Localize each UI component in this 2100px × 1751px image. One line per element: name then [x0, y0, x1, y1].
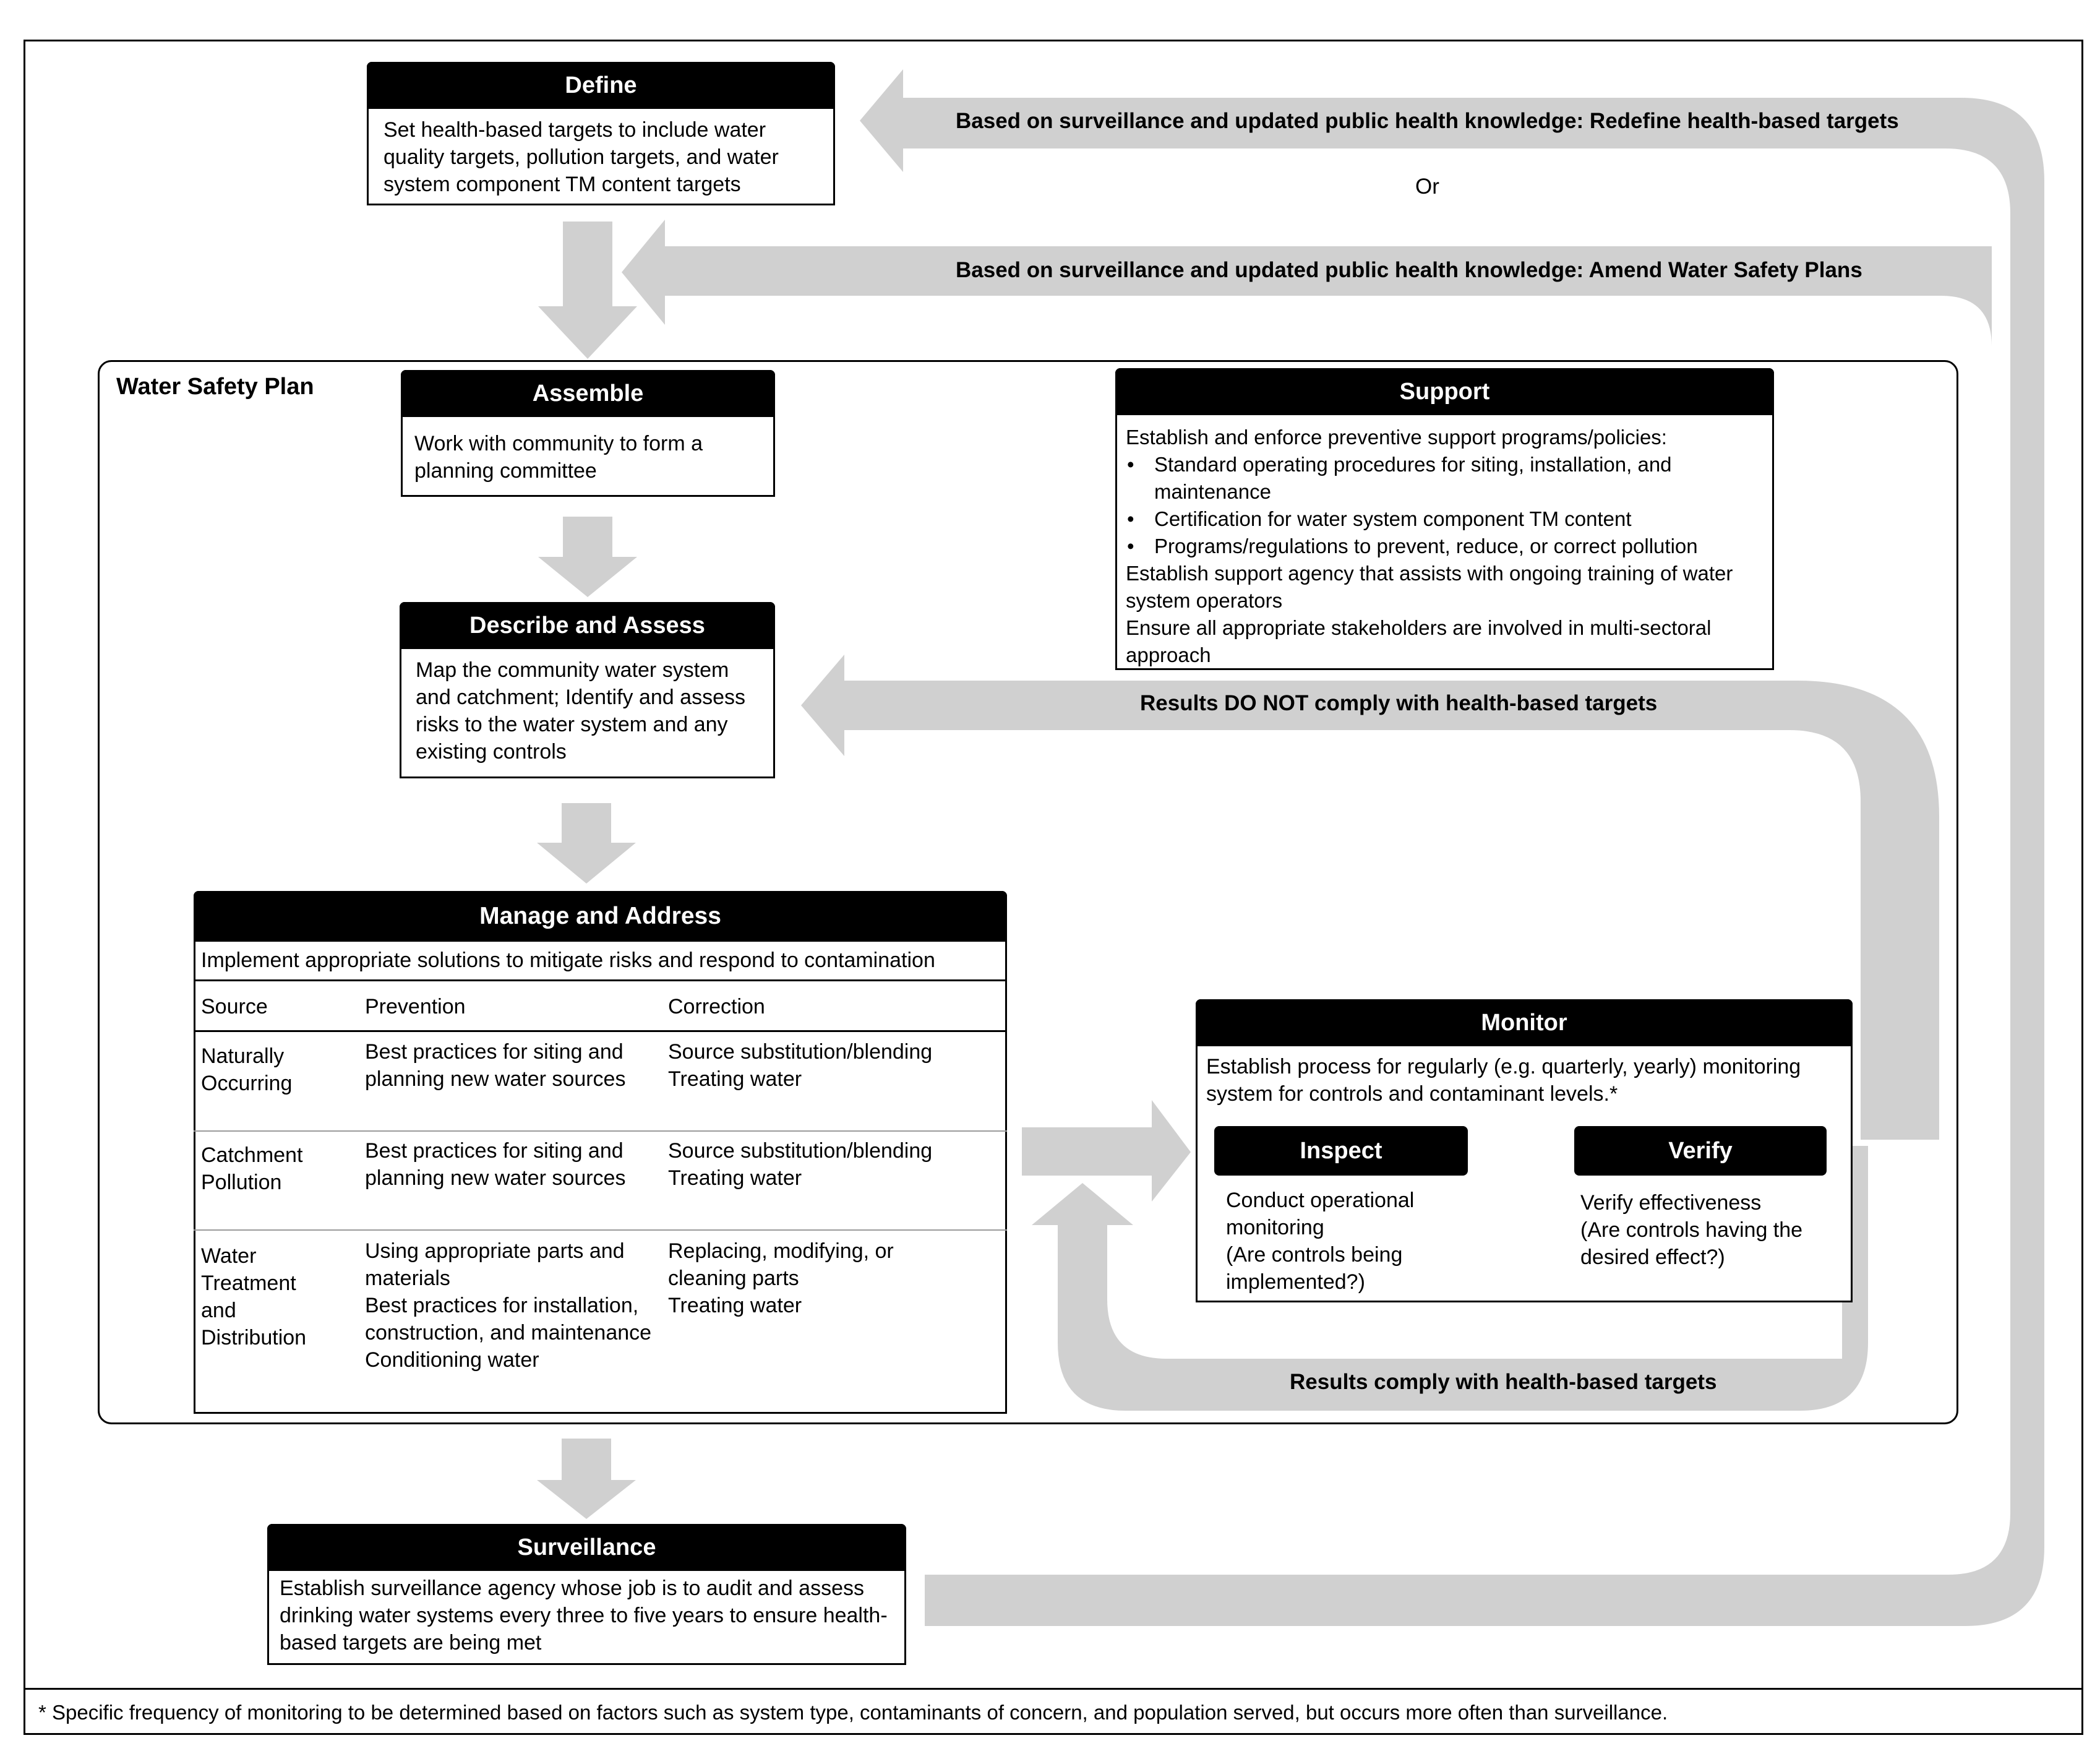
support-agency-text: Establish support agency that assists wi… [1126, 562, 1733, 612]
row-correction: Source substitution/blending Treating wa… [668, 1040, 933, 1091]
inspect-title: Inspect [1214, 1126, 1468, 1176]
manage-address-title: Manage and Address [194, 891, 1007, 942]
row-source: Water Treatment and Distribution [201, 1244, 307, 1349]
support-bullet: Standard operating procedures for siting… [1126, 451, 1766, 506]
row-prevention: Best practices for siting and planning n… [365, 1139, 626, 1190]
support-intro: Establish and enforce preventive support… [1126, 426, 1667, 449]
outer-frame [24, 40, 2083, 1735]
row-correction: Replacing, modifying, or cleaning parts … [668, 1239, 894, 1317]
support-body: Establish and enforce preventive support… [1126, 424, 1766, 669]
row-prevention: Best practices for siting and planning n… [365, 1040, 626, 1091]
arrow-assemble-to-describe [538, 517, 637, 597]
manage-address-box [194, 891, 1007, 1414]
support-title: Support [1115, 368, 1774, 415]
arrow-define-to-assemble [538, 222, 637, 359]
manage-intro: Implement appropriate solutions to mitig… [201, 949, 935, 972]
row-divider [194, 1130, 1007, 1132]
describe-assess-title: Describe and Assess [400, 602, 775, 649]
row-source: Catchment Pollution [201, 1143, 303, 1194]
col-header-correction: Correction [668, 995, 765, 1018]
footnote: * Specific frequency of monitoring to be… [38, 1701, 1668, 1724]
row-source: Naturally Occurring [201, 1044, 293, 1095]
verify-body: Verify effectiveness (Are controls havin… [1580, 1191, 1803, 1269]
support-bullet: Programs/regulations to prevent, reduce,… [1126, 533, 1766, 560]
describe-assess-body: Map the community water system and catch… [416, 658, 745, 764]
monitor-body: Establish process for regularly (e.g. qu… [1206, 1055, 1801, 1106]
results-not-comply-label: Results DO NOT comply with health-based … [1140, 691, 1658, 715]
monitor-title: Monitor [1196, 999, 1853, 1046]
col-header-source: Source [201, 995, 268, 1018]
assemble-body: Work with community to form a planning c… [414, 432, 703, 483]
manage-divider [194, 979, 1007, 981]
col-header-prevention: Prevention [365, 995, 466, 1018]
verify-title: Verify [1574, 1126, 1827, 1176]
arrow-manage-to-monitor [1022, 1100, 1191, 1202]
define-title: Define [367, 62, 835, 109]
amend-plans-label: Based on surveillance and updated public… [956, 258, 1862, 282]
surveillance-body: Establish surveillance agency whose job … [280, 1577, 888, 1654]
inspect-body: Conduct operational monitoring (Are cont… [1226, 1189, 1415, 1294]
redefine-targets-label: Based on surveillance and updated public… [956, 109, 1899, 133]
row-correction: Source substitution/blending Treating wa… [668, 1139, 933, 1190]
arrow-results-not-comply-loop [801, 655, 1939, 1140]
support-bullet: Certification for water system component… [1126, 506, 1766, 533]
support-stakeholders-text: Ensure all appropriate stakeholders are … [1126, 616, 1712, 666]
manage-divider [194, 1030, 1007, 1032]
or-label: Or [1415, 174, 1439, 199]
define-body: Set health-based targets to include wate… [384, 118, 779, 196]
row-divider [194, 1229, 1007, 1231]
assemble-title: Assemble [401, 370, 775, 417]
arrow-manage-to-surveillance [537, 1439, 636, 1519]
arrow-results-comply-loop [1032, 1146, 1868, 1411]
water-safety-plan-label: Water Safety Plan [116, 374, 314, 400]
water-safety-plan-frame [98, 360, 1958, 1424]
surveillance-title: Surveillance [267, 1524, 906, 1571]
row-prevention: Using appropriate parts and materials Be… [365, 1239, 652, 1372]
arrow-describe-to-manage [537, 803, 636, 884]
results-comply-label: Results comply with health-based targets [1290, 1370, 1717, 1394]
footnote-divider [24, 1688, 2083, 1690]
